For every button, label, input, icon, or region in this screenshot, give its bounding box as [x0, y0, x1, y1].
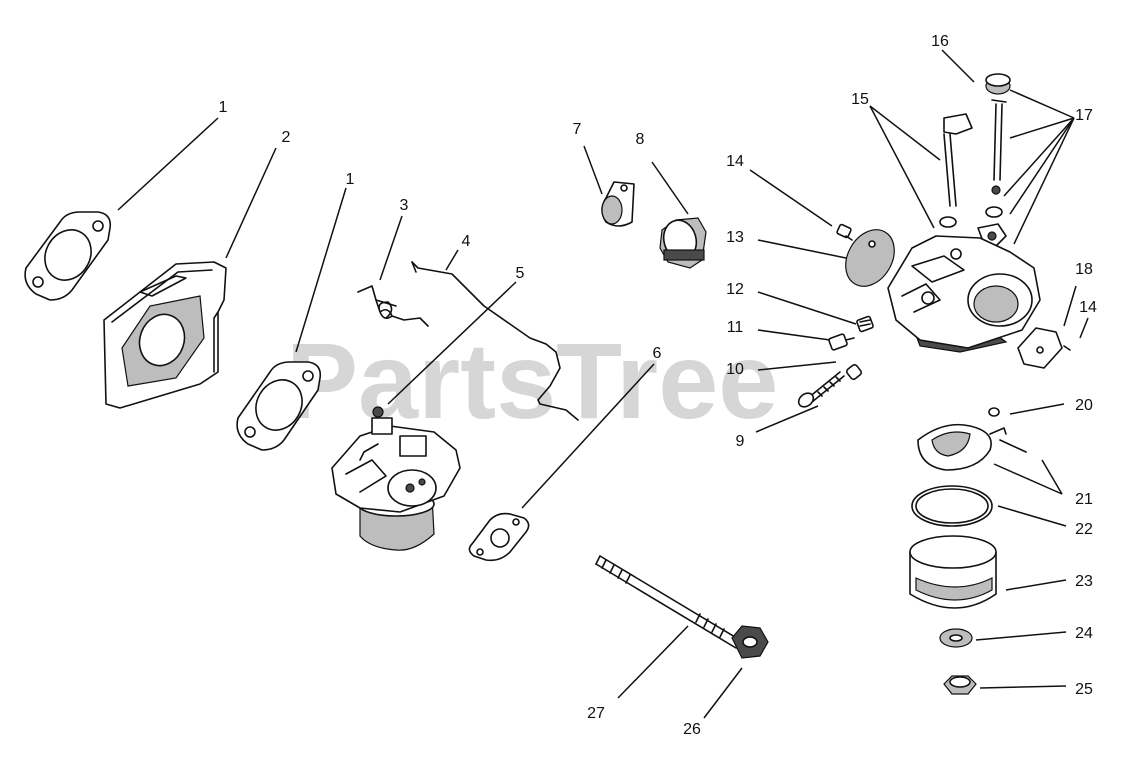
part-stud-nut[interactable]: [731, 625, 769, 659]
part-choke-shaft[interactable]: [977, 103, 1007, 247]
callout-10: 10: [726, 361, 744, 378]
part-bowl-block[interactable]: [659, 217, 707, 269]
part-float[interactable]: [917, 423, 1027, 471]
part-throttle-shaft[interactable]: [939, 113, 973, 228]
callout-14-right: 14: [1079, 299, 1097, 316]
part-gasket-right[interactable]: [236, 361, 322, 451]
part-carburetor-body[interactable]: [887, 235, 1041, 353]
part-gasket-left[interactable]: [24, 211, 112, 301]
part-bowl-washer[interactable]: [939, 628, 973, 648]
part-carburetor-assembly[interactable]: [331, 406, 461, 551]
callout-2: 2: [282, 129, 291, 146]
part-plate-screw[interactable]: [836, 223, 853, 241]
part-throttle-link[interactable]: [411, 261, 579, 421]
part-bowl-o-ring[interactable]: [911, 485, 993, 527]
part-main-jet[interactable]: [828, 333, 855, 351]
callout-16: 16: [931, 33, 949, 50]
callout-1-right: 1: [346, 171, 355, 188]
callout-17: 17: [1075, 107, 1093, 124]
part-cover-plate[interactable]: [1017, 327, 1071, 369]
leader-lines: [117, 49, 1089, 719]
part-float-bowl[interactable]: [909, 535, 997, 609]
callout-12: 12: [726, 281, 744, 298]
part-governor-spring[interactable]: [357, 285, 429, 327]
part-stud[interactable]: [595, 555, 741, 649]
callout-15: 15: [851, 91, 869, 108]
callout-7: 7: [573, 121, 582, 138]
part-float-pin-nut[interactable]: [988, 407, 1000, 417]
callout-14-top: 14: [726, 153, 744, 170]
part-choke-plate[interactable]: [836, 221, 904, 295]
callout-23: 23: [1075, 573, 1093, 590]
callout-8: 8: [636, 131, 645, 148]
callout-labels: 1 2 1 3 4 5 6 7 8 9 10 11 12 13 14 14 15…: [219, 33, 1097, 738]
callout-9: 9: [736, 433, 745, 450]
callout-22: 22: [1075, 521, 1093, 538]
callout-24: 24: [1075, 625, 1093, 642]
callout-26: 26: [683, 721, 701, 738]
callout-6: 6: [653, 345, 662, 362]
part-bowl-nut[interactable]: [943, 675, 977, 695]
part-choke-cap[interactable]: [985, 73, 1011, 103]
callout-20: 20: [1075, 397, 1093, 414]
callout-18: 18: [1075, 261, 1093, 278]
part-choke-clip[interactable]: [601, 181, 635, 227]
callout-4: 4: [462, 233, 471, 250]
part-small-gasket[interactable]: [468, 512, 530, 562]
callout-1-left: 1: [219, 99, 228, 116]
callout-27: 27: [587, 705, 605, 722]
part-pilot-jet[interactable]: [856, 315, 874, 333]
callout-3: 3: [400, 197, 409, 214]
callout-5: 5: [516, 265, 525, 282]
watermark: PartsTree: [286, 320, 778, 441]
callout-25: 25: [1075, 681, 1093, 698]
callout-11: 11: [727, 319, 744, 336]
part-spacer-plate[interactable]: [103, 261, 227, 409]
part-idle-screw[interactable]: [796, 363, 863, 410]
callout-21: 21: [1075, 491, 1093, 508]
callout-13: 13: [726, 229, 744, 246]
